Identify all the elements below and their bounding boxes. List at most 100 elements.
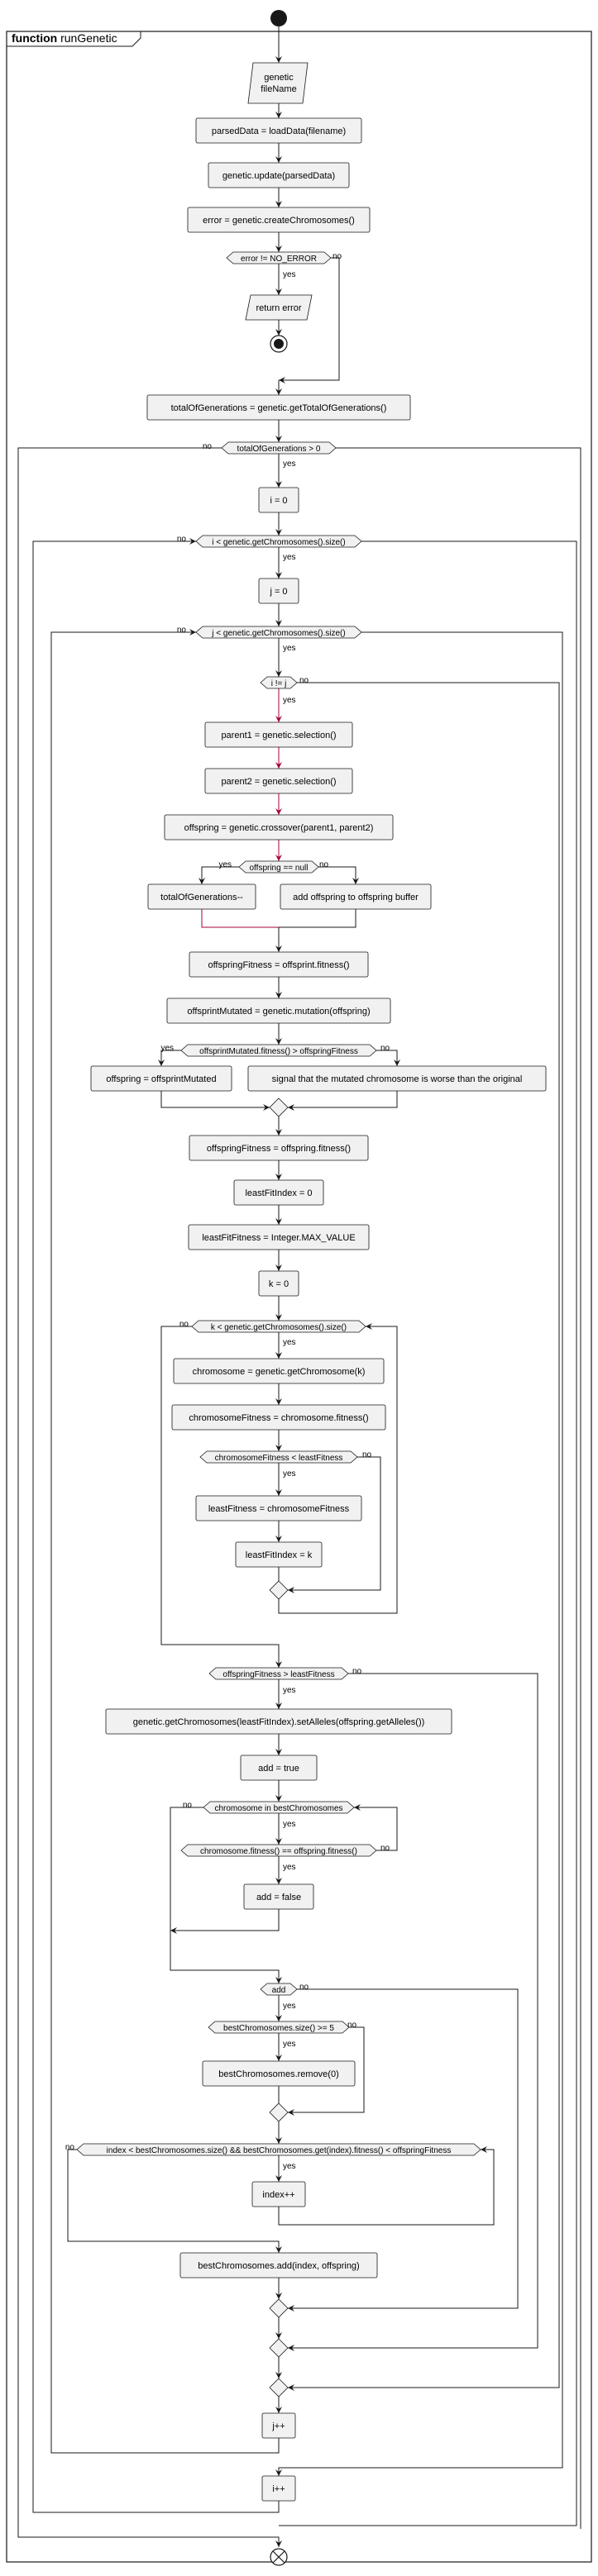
decision-label-kLoopCond: k < genetic.getChromosomes().size() <box>211 1323 347 1332</box>
action-label-offFitness1: offspringFitness = offsprint.fitness() <box>208 960 349 970</box>
flow-arrow <box>32 538 280 2513</box>
action-box-parent2 <box>204 768 353 794</box>
flow-nodes: function runGeneticgeneticfileNameparsed… <box>6 10 592 2566</box>
decision-errorCond <box>226 251 332 264</box>
flow-arrow <box>318 866 359 884</box>
action-box-decGen <box>147 883 256 910</box>
branch-label-no: no <box>380 1044 390 1053</box>
action-label-leastIdx: leastFitIndex = 0 <box>245 1188 312 1198</box>
decision-inBestCond <box>203 1801 355 1814</box>
action-box-leastIdx <box>233 1179 324 1206</box>
decision-ijCond <box>260 676 298 689</box>
flow-arrow <box>279 909 356 928</box>
action-box-crossover <box>164 814 394 840</box>
action-box-kInit <box>258 1270 299 1297</box>
action-label-totalGen: totalOfGenerations = genetic.getTotalOfG… <box>171 403 387 413</box>
action-label-update: genetic.update(parsedData) <box>222 171 335 181</box>
frame-name: runGenetic <box>57 31 117 45</box>
action-box-iInc <box>261 2475 296 2502</box>
action-box-setLeastIdx <box>235 1541 323 1568</box>
decision-leastCond <box>199 1450 358 1464</box>
decision-label-iLoopCond: i < genetic.getChromosomes().size() <box>212 538 345 547</box>
input-param-0: genetic <box>264 73 294 83</box>
action-label-indexInc: index++ <box>262 2190 294 2200</box>
flow-arrow <box>288 1673 538 2351</box>
action-label-decGen: totalOfGenerations-- <box>160 893 243 902</box>
branch-label-yes: yes <box>283 1820 296 1829</box>
flow-arrow <box>288 2026 365 2116</box>
flow-arrow <box>336 447 581 2529</box>
frame-keyword: function <box>12 31 57 45</box>
action-label-addBuffer: add offspring to offspring buffer <box>293 893 419 902</box>
merge-size <box>269 2102 289 2122</box>
decision-label-addCond: add <box>272 1986 286 1995</box>
branch-label-no: no <box>362 1450 372 1459</box>
decision-mutCond <box>180 1044 377 1057</box>
action-label-chromFit: chromosomeFitness = chromosome.fitness() <box>189 1413 368 1423</box>
flow-connectors <box>17 26 581 2547</box>
decision-iLoopCond <box>195 535 362 548</box>
action-label-jInit: j = 0 <box>269 587 287 597</box>
decision-addCond <box>260 1983 298 1996</box>
action-box-setAlleles <box>105 1708 452 1735</box>
flow-arrow <box>17 447 282 2547</box>
branch-label-no: no <box>177 535 187 544</box>
decision-kLoopCond <box>191 1320 366 1333</box>
decision-label-offCond: offspringFitness > leastFitness <box>222 1670 334 1679</box>
merge-offspring <box>269 2338 289 2358</box>
flow-arrow <box>160 1091 270 1111</box>
branch-label-yes: yes <box>283 2162 296 2171</box>
action-label-iInit: i = 0 <box>270 496 287 506</box>
action-box-createChrom <box>187 207 371 233</box>
branch-label-yes: yes <box>283 1338 296 1347</box>
action-box-signalWorse <box>247 1065 547 1092</box>
decision-offCond <box>208 1667 349 1680</box>
action-label-mutate: offsprintMutated = genetic.mutation(offs… <box>187 1007 370 1017</box>
action-box-addBest <box>179 2252 378 2278</box>
flow-arrow <box>278 2146 495 2226</box>
frame-title-tab <box>6 31 141 47</box>
action-label-iInc: i++ <box>272 2484 285 2494</box>
branch-label-no: no <box>65 2143 75 2152</box>
action-label-crossover: offspring = genetic.crossover(parent1, p… <box>184 823 374 833</box>
decision-jLoopCond <box>195 626 362 639</box>
flow-arrow <box>201 909 279 928</box>
branch-label-no: no <box>183 1801 193 1810</box>
branch-label-yes: yes <box>283 270 296 279</box>
action-box-getChrom <box>173 1358 385 1384</box>
flow-arrow <box>376 1050 400 1066</box>
branch-label-yes: yes <box>160 1044 174 1053</box>
branch-label-no: no <box>347 2021 357 2030</box>
decision-label-errorCond: error != NO_ERROR <box>241 255 317 264</box>
flow-arrow <box>199 866 239 884</box>
action-box-jInit <box>258 578 299 604</box>
action-box-indexInc <box>251 2181 306 2207</box>
decision-genLoopCond <box>221 441 337 455</box>
branch-label-no: no <box>332 252 342 261</box>
decision-label-ijCond: i != j <box>271 679 287 688</box>
decision-sizeCond <box>208 2021 350 2034</box>
branch-label-yes: yes <box>218 860 232 869</box>
action-box-parent1 <box>204 721 353 748</box>
action-box-addBuffer <box>280 883 432 910</box>
action-label-setAlleles: genetic.getChromosomes(leastFitIndex).se… <box>133 1717 425 1727</box>
branch-label-yes: yes <box>283 1863 296 1872</box>
flow-arrow <box>158 1050 181 1066</box>
action-label-leastFit: leastFitFitness = Integer.MAX_VALUE <box>202 1233 355 1243</box>
action-label-kInit: k = 0 <box>269 1279 289 1289</box>
branch-label-no: no <box>299 1983 309 1992</box>
branch-label-no: no <box>299 676 309 685</box>
decision-indexCond <box>76 2143 481 2156</box>
action-box-totalGen <box>146 394 411 421</box>
action-box-setLeastFit <box>195 1495 362 1521</box>
end-node-cross <box>272 2550 285 2564</box>
action-label-removeBest: bestChromosomes.remove(0) <box>218 2069 339 2079</box>
flow-arrow <box>170 1909 280 1934</box>
action-label-offFitness2: offspringFitness = offspring.fitness() <box>207 1144 351 1154</box>
return-error-box <box>245 294 313 321</box>
decision-label-sizeCond: bestChromosomes.size() >= 5 <box>223 2024 334 2033</box>
merge-least-fitness <box>269 1580 289 1600</box>
start-node <box>270 10 287 26</box>
decision-label-jLoopCond: j < genetic.getChromosomes().size() <box>211 629 345 638</box>
